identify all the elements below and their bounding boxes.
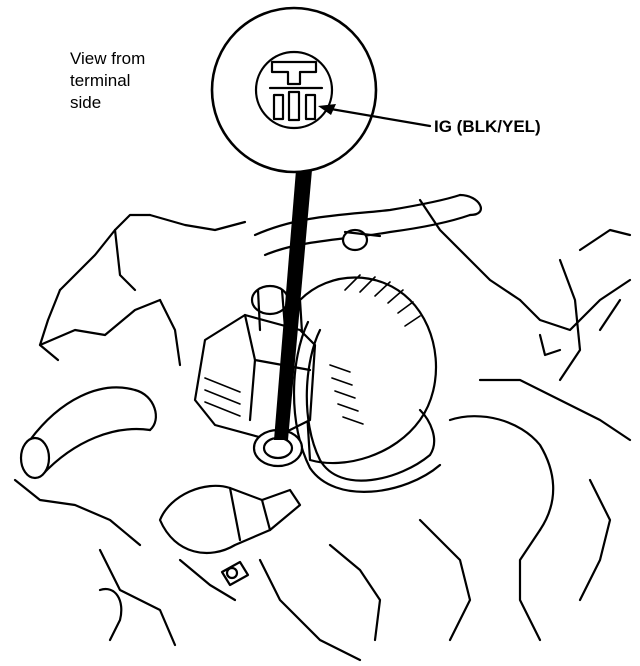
view-caption: View from terminal side: [70, 49, 146, 112]
engine-bay-lines: [13, 193, 632, 662]
ig-terminal-label: IG (BLK/YEL): [434, 117, 541, 136]
ig-callout-arrow: [318, 104, 432, 128]
wire-harness: [158, 320, 442, 555]
terminal-closeup: [210, 6, 378, 174]
leader-wire: [274, 170, 312, 440]
alternator: [193, 274, 438, 465]
